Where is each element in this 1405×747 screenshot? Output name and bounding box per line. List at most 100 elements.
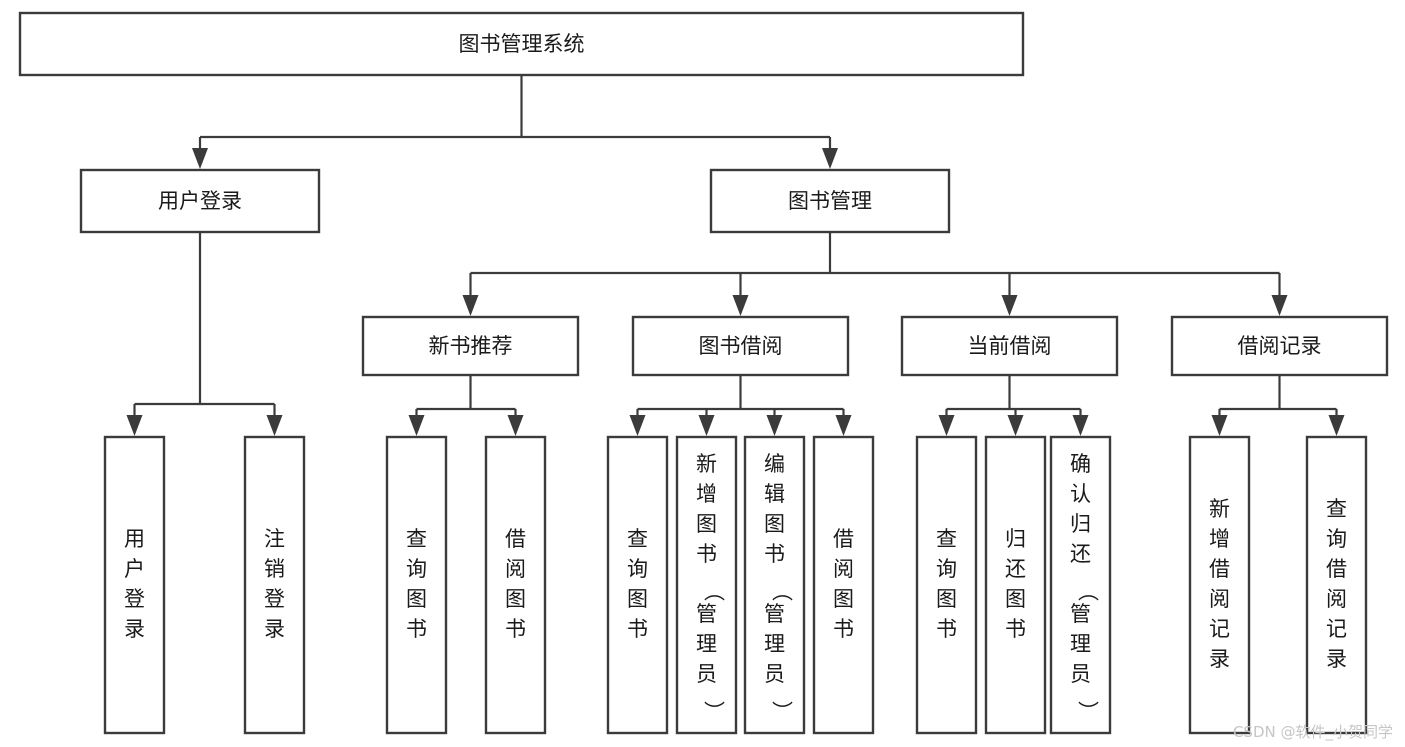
arrow-head xyxy=(266,415,283,436)
node-label-char: ） xyxy=(770,701,794,722)
node-label: 图书管理 xyxy=(788,189,872,213)
node-label-char: 增 xyxy=(1209,527,1230,551)
node-box[interactable] xyxy=(984,435,1047,735)
node-label-char: 登 xyxy=(264,587,285,611)
edge-group xyxy=(938,375,1089,436)
node-box[interactable] xyxy=(79,168,321,234)
node-label-char: 借 xyxy=(505,527,526,551)
node-box[interactable] xyxy=(361,315,580,377)
arrow-head xyxy=(1072,415,1089,436)
node-box[interactable] xyxy=(385,435,448,735)
node-book_borrow[interactable]: 图书借阅 xyxy=(631,315,850,377)
node-label-char: 归 xyxy=(1070,512,1091,536)
node-box[interactable] xyxy=(675,435,738,735)
edge-group xyxy=(462,232,1288,316)
node-root[interactable]: 图书管理系统 xyxy=(18,11,1025,77)
node-box[interactable] xyxy=(243,435,306,735)
node-label-char: 记 xyxy=(1326,617,1347,641)
node-label-char: 理 xyxy=(764,632,785,656)
arrow-head xyxy=(938,415,955,436)
node-label-char: （ xyxy=(770,581,794,602)
node-label-char: 图 xyxy=(696,512,717,536)
node-label-char: 借 xyxy=(833,527,854,551)
node-box[interactable] xyxy=(1305,435,1368,735)
node-borrow_record[interactable]: 借阅记录 xyxy=(1170,315,1389,377)
node-label-char: 认 xyxy=(1070,482,1091,506)
node-label-char: 阅 xyxy=(1209,587,1230,611)
arrow-head xyxy=(408,415,425,436)
arrow-head xyxy=(1001,295,1018,316)
arrow-head xyxy=(1271,295,1288,316)
node-label-char: 管 xyxy=(1070,602,1091,626)
node-label-char: 新 xyxy=(1209,497,1230,521)
node-label-char: 员 xyxy=(696,662,717,686)
node-box[interactable] xyxy=(484,435,547,735)
node-user_login[interactable]: 用户登录 xyxy=(79,168,321,234)
node-label-char: 图 xyxy=(406,587,427,611)
node-label-char: 理 xyxy=(1070,632,1091,656)
node-book_manage[interactable]: 图书管理 xyxy=(709,168,951,234)
node-label-char: 图 xyxy=(936,587,957,611)
node-label-char: 阅 xyxy=(833,557,854,581)
node-label-char: 登 xyxy=(124,587,145,611)
node-label: 用户登录 xyxy=(158,189,242,213)
node-label-char: 阅 xyxy=(505,557,526,581)
node-label-char: 录 xyxy=(1326,647,1347,671)
node-box[interactable] xyxy=(900,315,1119,377)
node-box[interactable] xyxy=(709,168,951,234)
node-box[interactable] xyxy=(606,435,669,735)
arrow-head xyxy=(835,415,852,436)
node-label-char: 用 xyxy=(124,527,145,551)
node-label-char: 书 xyxy=(936,617,957,641)
node-box[interactable] xyxy=(631,315,850,377)
edge-group xyxy=(1211,375,1345,436)
node-label-char: 书 xyxy=(833,617,854,641)
node-label-char: 图 xyxy=(833,587,854,611)
node-box[interactable] xyxy=(1049,435,1112,735)
node-box[interactable] xyxy=(743,435,806,735)
arrow-head xyxy=(822,148,838,169)
node-label-char: 书 xyxy=(1005,617,1026,641)
edges-layer xyxy=(126,75,1345,436)
node-label-char: 还 xyxy=(1005,557,1026,581)
node-box[interactable] xyxy=(1188,435,1251,735)
node-label-char: 书 xyxy=(696,542,717,566)
node-current_borrow[interactable]: 当前借阅 xyxy=(900,315,1119,377)
node-label-char: 借 xyxy=(1326,557,1347,581)
node-label-char: 查 xyxy=(1326,497,1347,521)
node-label-char: 询 xyxy=(936,557,957,581)
node-label: 当前借阅 xyxy=(968,334,1052,358)
node-label-char: 新 xyxy=(696,452,717,476)
node-box[interactable] xyxy=(18,11,1025,77)
arrow-head xyxy=(1211,415,1228,436)
node-label-char: 书 xyxy=(505,617,526,641)
node-label-char: 记 xyxy=(1209,617,1230,641)
node-new_book_rec[interactable]: 新书推荐 xyxy=(361,315,580,377)
node-box[interactable] xyxy=(1170,315,1389,377)
node-label-char: 管 xyxy=(696,602,717,626)
node-box[interactable] xyxy=(915,435,978,735)
node-label-char: ） xyxy=(702,701,726,722)
node-box[interactable] xyxy=(812,435,875,735)
node-label: 借阅记录 xyxy=(1238,334,1322,358)
node-label-char: 图 xyxy=(1005,587,1026,611)
node-box[interactable] xyxy=(103,435,166,735)
arrow-head xyxy=(1007,415,1024,436)
nodes-layer: 图书管理系统用户登录图书管理新书推荐图书借阅当前借阅借阅记录用户登录注销登录查询… xyxy=(18,11,1389,735)
node-label-char: 员 xyxy=(1070,662,1091,686)
node-leaf_user_login[interactable]: 用户登录 xyxy=(103,435,166,735)
node-label-char: 录 xyxy=(1209,647,1230,671)
